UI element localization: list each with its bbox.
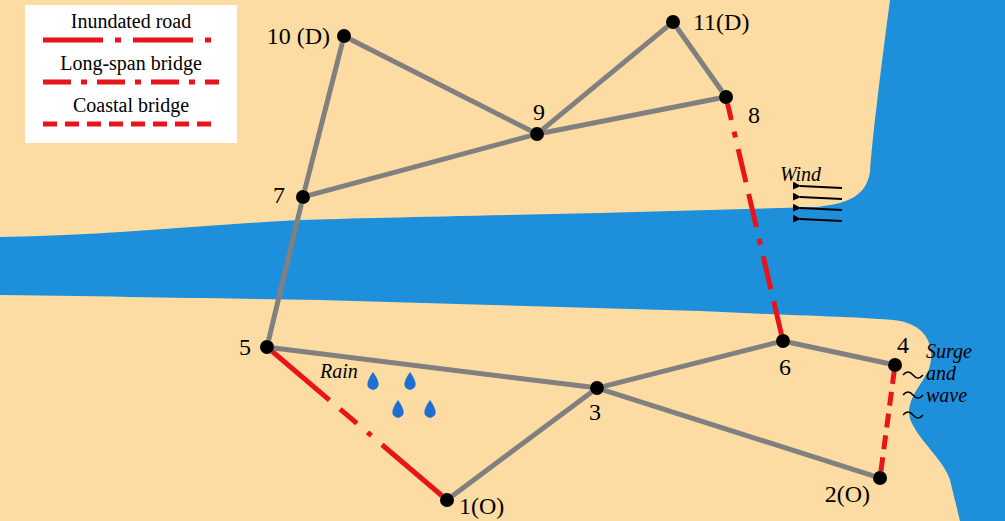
hazard-link	[272, 352, 441, 496]
hazard-label: Rain	[320, 360, 358, 382]
legend-row: Long-span bridge	[25, 51, 237, 87]
hazard-label: Surge and wave	[926, 340, 972, 406]
network-node: 8	[719, 90, 733, 104]
node-label: 2(O)	[825, 482, 870, 506]
road-link	[604, 390, 874, 476]
road-link	[310, 136, 530, 195]
hazard-link	[728, 104, 782, 334]
legend-sample	[41, 77, 221, 87]
legend-box: Inundated roadLong-span bridgeCoastal br…	[25, 5, 237, 143]
node-label: 6	[779, 355, 791, 379]
surge-waves	[903, 372, 923, 418]
network-node: 5	[260, 340, 274, 354]
south-land	[0, 295, 960, 521]
legend-sample	[41, 119, 221, 129]
network-node: 10 (D)	[337, 29, 351, 43]
node-label: 11(D)	[693, 10, 749, 34]
network-node: 9	[530, 127, 544, 141]
road-link	[305, 43, 343, 190]
legend-sample	[41, 35, 221, 45]
hazard-label: Wind	[780, 163, 821, 185]
node-label: 9	[533, 100, 545, 124]
road-link	[544, 98, 719, 132]
road-link	[604, 343, 776, 387]
node-label: 8	[748, 103, 760, 127]
node-label: 10 (D)	[267, 24, 330, 48]
network-node: 7	[296, 190, 310, 204]
hazard-link	[881, 372, 894, 471]
node-label: 5	[239, 335, 251, 359]
legend-text: Long-span bridge	[25, 51, 237, 75]
wind-arrows	[800, 186, 842, 221]
network-node: 6	[776, 334, 790, 348]
network-node: 4	[888, 358, 902, 372]
node-label: 3	[589, 400, 601, 424]
network-node: 1(O)	[440, 493, 454, 507]
node-label: 7	[273, 183, 285, 207]
road-link	[677, 28, 722, 92]
legend-row: Coastal bridge	[25, 93, 237, 129]
legend-row: Inundated road	[25, 9, 237, 45]
road-link	[269, 204, 302, 340]
legend-line	[43, 122, 219, 127]
network-node: 3	[590, 381, 604, 395]
rain-drops	[367, 372, 435, 418]
road-link	[453, 392, 592, 496]
road-link	[790, 343, 888, 364]
network-node: 2(O)	[873, 471, 887, 485]
legend-line	[43, 38, 219, 43]
node-label: 4	[897, 333, 909, 357]
north-land	[0, 0, 890, 237]
road-link	[350, 39, 531, 131]
legend-text: Coastal bridge	[25, 93, 237, 117]
legend-text: Inundated road	[25, 9, 237, 33]
network-node: 11(D)	[666, 15, 680, 29]
node-label: 1(O)	[459, 494, 504, 518]
legend-line	[43, 80, 219, 85]
road-link	[274, 348, 590, 387]
